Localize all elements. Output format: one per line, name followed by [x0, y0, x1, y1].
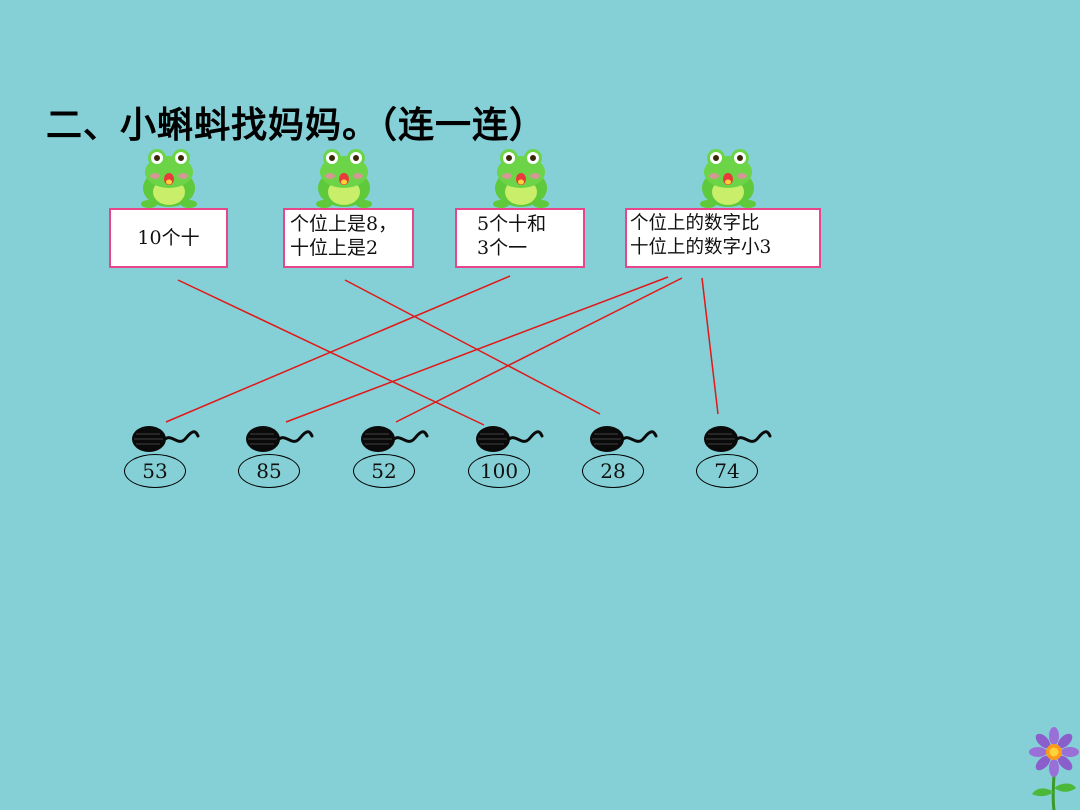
number-oval-4: 100 — [468, 454, 530, 488]
clue-text: 个位上的数字比 — [630, 213, 760, 234]
number-oval-3: 52 — [353, 454, 415, 488]
connection-line-5 — [395, 277, 683, 423]
clue-text: 5个十和 — [477, 213, 547, 235]
number-oval-6: 74 — [696, 454, 758, 488]
tadpole-icon — [132, 426, 200, 452]
connection-line-4 — [285, 276, 669, 423]
frog-icon — [493, 149, 549, 208]
connection-line-2 — [344, 279, 601, 415]
clue-text: 十位上是2 — [290, 237, 379, 259]
clue-box-1: 10个十 — [109, 208, 228, 268]
connection-line-1 — [177, 279, 485, 426]
tadpole-icon — [361, 426, 429, 452]
connection-line-6 — [701, 277, 719, 415]
clue-box-3: 5个十和 3个一 — [455, 208, 585, 268]
number-oval-2: 85 — [238, 454, 300, 488]
clue-text: 个位上是8， — [290, 213, 398, 235]
number-oval-1: 53 — [124, 454, 186, 488]
clue-text: 10个十 — [137, 227, 200, 249]
frog-icon — [141, 149, 197, 208]
tadpole-icon — [704, 426, 772, 452]
clue-box-4: 个位上的数字比 十位上的数字小3 — [625, 208, 821, 268]
frog-icon — [316, 149, 372, 208]
number-oval-5: 28 — [582, 454, 644, 488]
clue-text: 3个一 — [477, 237, 528, 259]
connection-line-3 — [165, 275, 511, 423]
tadpole-icon — [246, 426, 314, 452]
clue-text: 十位上的数字小3 — [630, 237, 772, 258]
clue-box-2: 个位上是8， 十位上是2 — [283, 208, 414, 268]
frog-icon — [700, 149, 756, 208]
tadpole-icon — [476, 426, 544, 452]
flower-icon — [1029, 727, 1079, 810]
page-title: 二、小蝌蚪找妈妈。（连一连） — [46, 105, 547, 146]
tadpole-icon — [590, 426, 658, 452]
